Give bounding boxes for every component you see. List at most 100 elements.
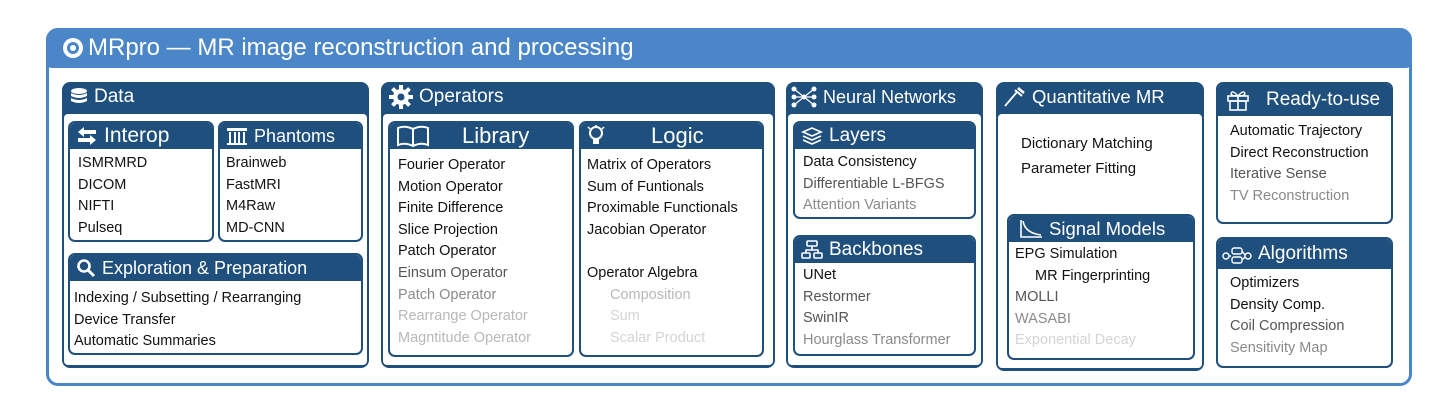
list-item: Dictionary Matching bbox=[1021, 135, 1153, 152]
list-item: Coil Compression bbox=[1230, 318, 1345, 335]
list-item: Scalar Product bbox=[610, 329, 706, 346]
neural-networks-section-title: Neural Networks bbox=[823, 86, 957, 107]
list-item: Differentiable L-BFGS bbox=[803, 175, 945, 192]
list-item: MOLLI bbox=[1015, 289, 1059, 306]
list-item: Slice Projection bbox=[398, 221, 498, 238]
interop-box: Interop ISMRMRD DICOM NIFTI Pulseq bbox=[68, 121, 214, 242]
backbones-title: Backbones bbox=[829, 239, 924, 260]
swap-arrows-icon bbox=[78, 127, 96, 145]
list-item: Magntitude Operator bbox=[398, 329, 531, 346]
logic-box: Logic Matrix of Operators Sum of Funtion… bbox=[579, 121, 764, 357]
signal-models-box: Signal Models EPG Simulation MR Fingerpr… bbox=[1007, 214, 1195, 360]
list-item: M4Raw bbox=[226, 198, 276, 215]
list-item: Einsum Operator bbox=[398, 264, 508, 281]
list-item: Data Consistency bbox=[803, 154, 917, 170]
list-item: Sum bbox=[610, 308, 640, 325]
layers-header: Layers bbox=[795, 123, 974, 149]
quantitative-mr-list: Dictionary Matching Parameter Fitting bbox=[1021, 132, 1153, 181]
list-item: SwinIR bbox=[803, 310, 849, 327]
list-item: NIFTI bbox=[78, 198, 115, 215]
list-item: Device Transfer bbox=[74, 311, 176, 328]
ready-to-use-list: Automatic Trajectory Direct Reconstructi… bbox=[1230, 121, 1369, 207]
phantoms-list: Brainweb FastMRI M4Raw MD-CNN bbox=[226, 153, 286, 239]
list-item: Exponential Decay bbox=[1015, 332, 1136, 349]
layers-icon bbox=[801, 127, 823, 145]
backbones-box: Backbones UNet Restormer SwinIR Hourglas… bbox=[793, 235, 976, 356]
list-item: Motion Operator bbox=[398, 178, 503, 195]
neural-networks-section-header: Neural Networks bbox=[786, 82, 983, 112]
list-item: Automatic Trajectory bbox=[1230, 123, 1363, 139]
list-item: EPG Simulation bbox=[1015, 246, 1118, 262]
list-item: Pulseq bbox=[78, 219, 123, 236]
list-item: TV Reconstruction bbox=[1230, 187, 1350, 204]
list-item: Attention Variants bbox=[803, 197, 917, 214]
gift-box-icon bbox=[1227, 91, 1249, 111]
algorithms-box: Algorithms Optimizers Density Comp. Coil… bbox=[1216, 237, 1393, 368]
list-item: Density Comp. bbox=[1230, 296, 1326, 313]
list-item: Composition bbox=[610, 286, 691, 303]
list-item: Optimizers bbox=[1230, 275, 1300, 291]
ready-to-use-title: Ready-to-use bbox=[1266, 89, 1381, 110]
quantitative-mr-section-title: Quantitative MR bbox=[1032, 86, 1165, 107]
network-icon bbox=[791, 86, 817, 108]
list-item: Patch Operator bbox=[398, 286, 497, 303]
library-header: Library bbox=[390, 123, 572, 149]
list-item: DICOM bbox=[78, 176, 127, 193]
exploration-header: Exploration & Preparation bbox=[70, 255, 361, 281]
list-item: Indexing / Subsetting / Rearranging bbox=[74, 290, 302, 306]
ready-to-use-box: Ready-to-use Automatic Trajectory Direct… bbox=[1216, 82, 1393, 224]
operators-section-header: Operators bbox=[381, 82, 775, 112]
database-icon bbox=[71, 88, 87, 103]
list-item: Parameter Fitting bbox=[1021, 159, 1137, 177]
library-list: Fourier Operator Motion Operator Finite … bbox=[398, 155, 531, 349]
list-item: Patch Operator bbox=[398, 243, 497, 260]
list-item: Sensitivity Map bbox=[1230, 339, 1328, 356]
search-icon bbox=[77, 259, 96, 278]
signal-models-header: Signal Models bbox=[1009, 216, 1193, 242]
list-item: ISMRMRD bbox=[78, 155, 148, 171]
pipette-icon bbox=[1004, 87, 1025, 107]
interop-title: Interop bbox=[104, 124, 170, 147]
list-item: MD-CNN bbox=[226, 219, 285, 236]
list-item: Jacobian Operator bbox=[587, 221, 707, 238]
layers-box: Layers Data Consistency Differentiable L… bbox=[793, 121, 976, 219]
algorithms-list: Optimizers Density Comp. Coil Compressio… bbox=[1230, 273, 1344, 359]
decay-curve-icon bbox=[1020, 220, 1042, 238]
list-item: Fourier Operator bbox=[398, 157, 506, 173]
list-item: Proximable Functionals bbox=[587, 200, 738, 217]
operator-algebra-title: Operator Algebra bbox=[587, 264, 698, 281]
list-item: UNet bbox=[803, 267, 837, 283]
operators-section-title: Operators bbox=[419, 86, 504, 107]
gear-icon bbox=[389, 85, 413, 109]
phantoms-title: Phantoms bbox=[254, 125, 336, 146]
exploration-box: Exploration & Preparation Indexing / Sub… bbox=[68, 253, 363, 355]
signal-models-list: EPG Simulation MR Fingerprinting MOLLI W… bbox=[1015, 244, 1150, 352]
network-boxes-icon bbox=[801, 240, 823, 259]
flowchart-icon bbox=[1222, 247, 1252, 264]
list-item: Restormer bbox=[803, 288, 871, 305]
main-header: MRpro — MR image reconstruction and proc… bbox=[46, 28, 1412, 68]
list-item: Sum of Funtionals bbox=[587, 178, 704, 195]
layers-title: Layers bbox=[829, 125, 887, 146]
signal-models-title: Signal Models bbox=[1049, 218, 1166, 239]
interop-header: Interop bbox=[70, 123, 212, 149]
list-item: FastMRI bbox=[226, 176, 281, 193]
list-item: Automatic Summaries bbox=[74, 333, 216, 350]
logic-header: Logic bbox=[581, 123, 762, 149]
library-box: Library Fourier Operator Motion Operator… bbox=[388, 121, 574, 357]
phantoms-box: Phantoms Brainweb FastMRI M4Raw MD-CNN bbox=[218, 121, 363, 242]
backbones-list: UNet Restormer SwinIR Hourglass Transfor… bbox=[803, 265, 950, 351]
book-icon bbox=[397, 125, 429, 147]
page-title: MRpro — MR image reconstruction and proc… bbox=[88, 34, 634, 61]
library-title: Library bbox=[462, 123, 530, 148]
exploration-list: Indexing / Subsetting / Rearranging Devi… bbox=[74, 288, 301, 353]
phantoms-header: Phantoms bbox=[220, 123, 361, 149]
list-item: WASABI bbox=[1015, 310, 1071, 327]
list-item: Iterative Sense bbox=[1230, 166, 1327, 183]
data-section-title: Data bbox=[94, 86, 135, 107]
logic-list: Matrix of Operators Sum of Funtionals Pr… bbox=[587, 155, 738, 349]
list-item: Brainweb bbox=[226, 155, 287, 171]
interop-list: ISMRMRD DICOM NIFTI Pulseq bbox=[78, 153, 147, 239]
ready-to-use-header: Ready-to-use bbox=[1218, 84, 1391, 116]
list-item: Finite Difference bbox=[398, 200, 504, 217]
